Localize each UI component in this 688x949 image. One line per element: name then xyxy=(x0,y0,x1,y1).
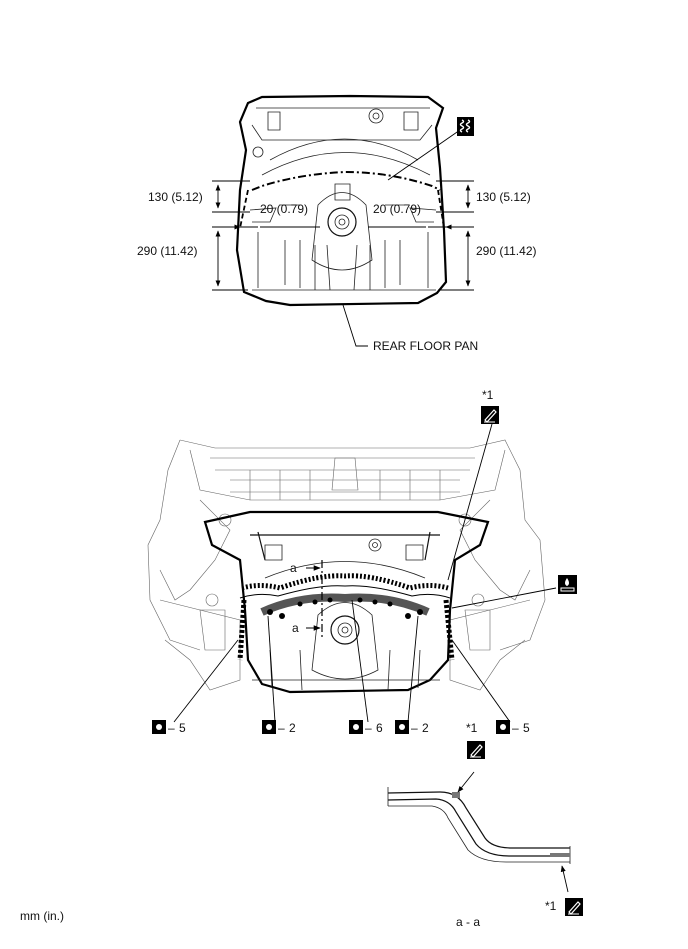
callout-dash-4: – xyxy=(411,721,418,735)
callout-value-1: 5 xyxy=(179,721,186,735)
units-label: mm (in.) xyxy=(20,909,64,923)
callout-value-4: 2 xyxy=(422,721,429,735)
rear-floor-pan-drawing xyxy=(235,94,448,307)
callout-dash-1: – xyxy=(168,721,175,735)
top-dimension-lines xyxy=(212,129,474,347)
callout-value-5: 5 xyxy=(523,721,530,735)
pencil-apply-icon-section-top xyxy=(467,741,485,759)
dim-20-left: 20 (0.79) xyxy=(260,202,308,216)
note-ref-section-bottom: *1 xyxy=(545,899,557,913)
section-marker-a-lower: a xyxy=(292,621,299,635)
section-title: a - a xyxy=(456,915,480,929)
dim-130-right: 130 (5.12) xyxy=(476,190,531,204)
sealer-drop-icon xyxy=(558,575,577,594)
callout-dash-5: – xyxy=(512,721,519,735)
dim-290-left: 290 (11.42) xyxy=(137,244,198,258)
pencil-apply-icon-section-bottom xyxy=(565,898,583,916)
callout-dash-3: – xyxy=(365,721,372,735)
underbody-drawing xyxy=(147,439,546,694)
callout-dash-2: – xyxy=(278,721,285,735)
dim-290-right: 290 (11.42) xyxy=(476,244,537,258)
callout-value-3: 6 xyxy=(376,721,383,735)
callout-value-2: 2 xyxy=(289,721,296,735)
part-label: REAR FLOOR PAN xyxy=(373,339,478,353)
section-a-a-drawing xyxy=(387,771,571,893)
callout-leaders xyxy=(173,423,557,723)
note-ref-top: *1 xyxy=(482,388,494,402)
dim-20-right: 20 (0.79) xyxy=(373,202,421,216)
section-marker-a-upper: a xyxy=(290,561,297,575)
wavy-seal-bead-icon xyxy=(457,117,474,136)
dim-130-left: 130 (5.12) xyxy=(148,190,203,204)
callout-icon-group xyxy=(152,720,510,734)
pencil-apply-icon xyxy=(481,406,499,424)
note-ref-section-top: *1 xyxy=(466,721,478,735)
